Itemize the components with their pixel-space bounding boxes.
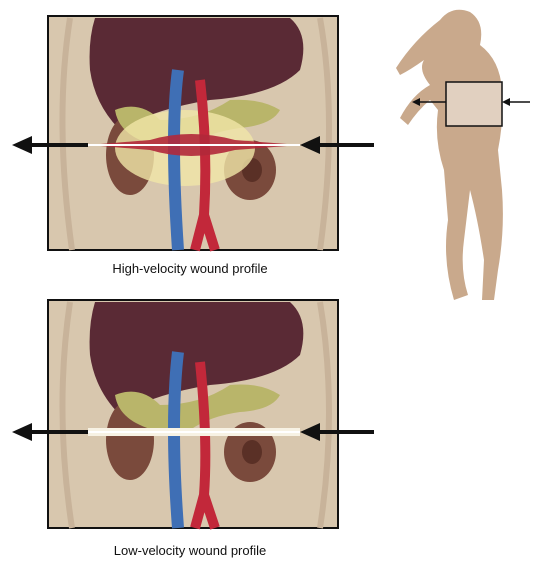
high-exit-arrow [12, 136, 88, 154]
body-inset-box [445, 81, 503, 127]
low-entry-arrow [300, 423, 374, 441]
low-velocity-panel [12, 299, 374, 530]
low-flank-left [59, 301, 75, 529]
low-flank-right [317, 301, 332, 529]
low-velocity-caption: Low-velocity wound profile [113, 543, 267, 558]
low-vena-cava [168, 351, 184, 529]
body-exit-arrow [412, 98, 446, 106]
low-exit-arrow [12, 423, 88, 441]
low-pancreas [115, 384, 280, 432]
high-flank-left [59, 17, 75, 251]
high-flank-right [317, 17, 332, 251]
high-vena-cava [168, 69, 184, 251]
body-silhouette [396, 9, 503, 300]
high-velocity-panel [12, 15, 374, 252]
low-kidney-right-inner [242, 440, 262, 464]
body-entry-arrow [502, 98, 530, 106]
high-liver [89, 18, 304, 130]
body-silhouette-inset [396, 9, 530, 300]
low-liver [89, 302, 304, 415]
high-entry-arrow [300, 136, 374, 154]
high-velocity-caption: High-velocity wound profile [112, 261, 268, 276]
low-aorta [190, 361, 220, 530]
